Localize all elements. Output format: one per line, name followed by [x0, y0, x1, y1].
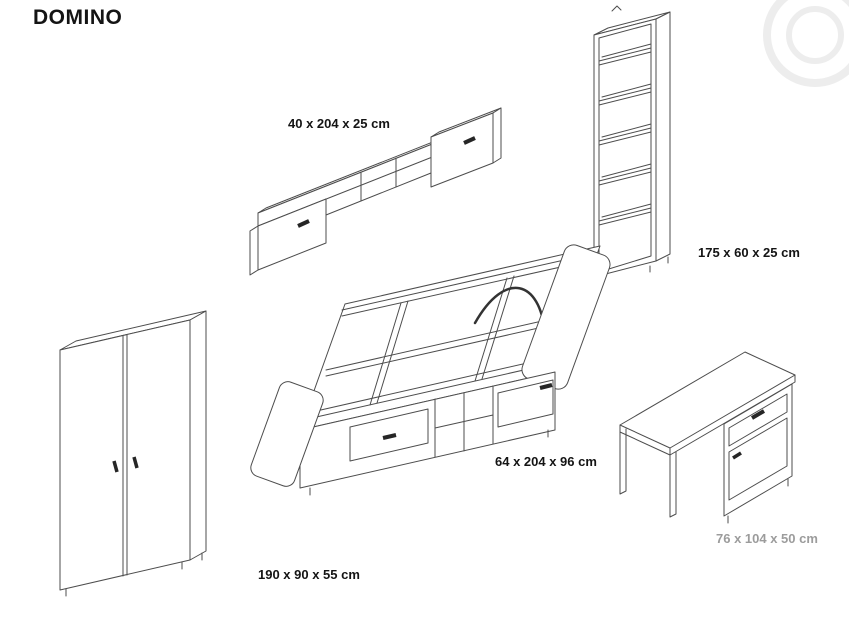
bookcase-drawing — [593, 5, 671, 286]
wall-shelf-dimensions: 40 x 204 x 25 cm — [288, 116, 390, 131]
wall-shelf-right-cabinet — [430, 107, 502, 188]
bed-dimensions: 64 x 204 x 96 cm — [495, 454, 597, 469]
wardrobe-body — [59, 310, 207, 591]
desk-drawing — [619, 351, 796, 524]
bed-side-rail — [299, 371, 556, 496]
bookcase-body — [593, 5, 671, 278]
wardrobe-dimensions: 190 x 90 x 55 cm — [258, 567, 360, 582]
wardrobe-feet — [65, 552, 203, 597]
desk-legs — [619, 428, 677, 518]
bed-drawing — [250, 244, 611, 496]
desk-pedestal — [723, 383, 793, 524]
door-handle-icon — [132, 456, 139, 469]
drawer-handle-icon — [382, 433, 397, 440]
bookcase-shelves — [598, 43, 652, 226]
door-handle-icon — [112, 460, 119, 473]
desk-dimensions: 76 x 104 x 50 cm — [716, 531, 818, 546]
bed-right-drawer — [497, 379, 554, 428]
bookcase-dimensions: 175 x 60 x 25 cm — [698, 245, 800, 260]
desk-drawer — [728, 393, 788, 447]
drawer-handle-icon — [539, 383, 553, 390]
bed-footboard — [250, 381, 324, 487]
wardrobe-doors — [112, 334, 139, 577]
wardrobe-drawing — [59, 310, 207, 597]
cabinet-handle-icon — [463, 136, 476, 145]
watermark-logo-icon — [763, 0, 849, 87]
page-title: DOMINO — [33, 6, 123, 29]
wall-shelf-drawing — [249, 107, 502, 276]
door-handle-icon — [732, 451, 742, 460]
drawer-handle-icon — [750, 409, 766, 420]
desk-door — [728, 417, 788, 501]
wall-shelf-left-cabinet — [249, 198, 327, 276]
cabinet-handle-icon — [297, 219, 310, 228]
